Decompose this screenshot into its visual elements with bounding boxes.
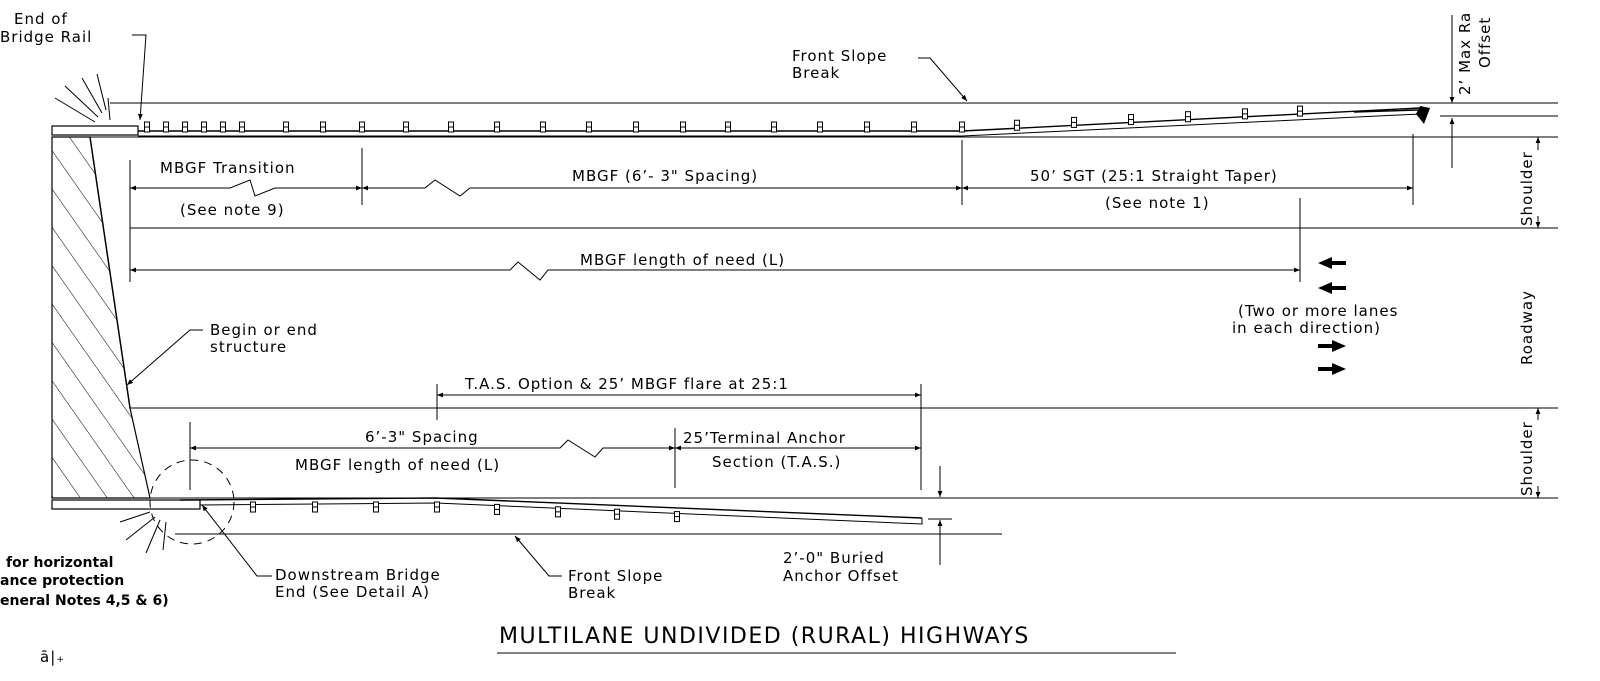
- label-length-of-need-bottom: MBGF length of need (L): [295, 456, 500, 474]
- label-front-slope-bottom: Front Slope: [568, 567, 663, 585]
- label-protection: ance protection: [0, 573, 124, 589]
- bridge-structure: [51, 73, 235, 554]
- dim-transition: [130, 179, 362, 197]
- bridge-abutment-hatch: [51, 136, 151, 499]
- label-break-bottom: Break: [568, 584, 616, 602]
- sgt-end-terminal: [1416, 106, 1430, 124]
- label-mbgf-spacing: MBGF (6’- 3" Spacing): [572, 167, 758, 185]
- guardrail-bottom-rail: [179, 497, 923, 519]
- sgt-end-head: [1353, 109, 1419, 113]
- label-tas-option: T.A.S. Option & 25’ MBGF flare at 25:1: [464, 375, 789, 393]
- posts-bottom: [250, 501, 680, 523]
- label-tas-section: Section (T.A.S.): [712, 453, 841, 471]
- traffic-arrows: [1318, 257, 1346, 375]
- dim-spacing-bottom: [190, 439, 675, 458]
- leader-front-slope-top: [918, 57, 968, 102]
- drawing-title: MULTILANE UNDIVIDED (RURAL) HIGHWAYS: [499, 624, 1030, 649]
- posts-top: [144, 105, 1303, 133]
- guardrail-top: [138, 105, 1430, 137]
- label-each-direction: in each direction): [1232, 319, 1381, 337]
- label-bridge-rail: Bridge Rail: [0, 28, 92, 46]
- label-two-lanes: (Two or more lanes: [1238, 302, 1398, 320]
- arrow-left-icon: [1318, 282, 1346, 294]
- label-begin-end: Begin or end: [210, 321, 318, 339]
- label-offset: Offset: [1476, 17, 1494, 68]
- abutment-edge: [89, 136, 131, 409]
- impact-burst-bottom: [119, 511, 167, 554]
- label-length-of-need-top: MBGF length of need (L): [580, 251, 785, 269]
- label-mbgf-transition: MBGF Transition: [160, 159, 296, 177]
- dimension-lines: [129, 15, 1541, 565]
- label-downstream: Downstream Bridge: [275, 566, 441, 584]
- guardrail-top-rail-back: [138, 113, 1421, 137]
- label-terminal-anchor: 25’Terminal Anchor: [683, 429, 846, 447]
- leader-downstream: [201, 504, 272, 577]
- dim-length-of-need-top: [130, 261, 1300, 281]
- detail-a-circle: [149, 459, 235, 545]
- leader-end-bridge-rail: [132, 34, 147, 121]
- bridge-rail-top: [51, 125, 139, 136]
- guardrail-bottom: [179, 497, 923, 525]
- bridge-rail-bottom: [51, 499, 201, 510]
- guardrail-top-rail: [138, 107, 1421, 132]
- label-anchor-offset: Anchor Offset: [783, 567, 899, 585]
- label-see-note-1: (See note 1): [1105, 194, 1210, 212]
- leader-lines: [126, 34, 968, 577]
- label-shoulder-bottom: Shoulder: [1518, 421, 1536, 496]
- dim-mbgf-spacing: [362, 179, 962, 197]
- leader-begin-end: [126, 329, 203, 386]
- label-max-offset: 2’ Max Ra: [1456, 12, 1474, 95]
- label-buried: 2’-0" Buried: [783, 549, 885, 567]
- label-general-notes: eneral Notes 4,5 & 6): [0, 593, 169, 609]
- leader-front-slope-bottom: [514, 535, 562, 577]
- label-structure: structure: [210, 338, 287, 356]
- arrow-left-icon: [1318, 257, 1346, 269]
- label-break-top: Break: [792, 64, 840, 82]
- label-front-slope-top: Front Slope: [792, 47, 887, 65]
- corner-glyph: ā|₊: [40, 648, 65, 666]
- arrow-right-icon: [1318, 363, 1346, 375]
- impact-burst-top: [54, 73, 111, 123]
- label-horizontal: for horizontal: [6, 555, 113, 571]
- label-see-note-9: (See note 9): [180, 201, 285, 219]
- label-detail-a: End (See Detail A): [275, 583, 430, 601]
- label-shoulder-top: Shoulder: [1518, 151, 1536, 226]
- label-end-of: End of: [14, 10, 68, 28]
- label-spacing-bottom: 6’-3" Spacing: [365, 428, 479, 446]
- label-roadway: Roadway: [1518, 290, 1536, 365]
- labels: End of Bridge Rail Front Slope Break 2’ …: [0, 10, 1536, 666]
- arrow-right-icon: [1318, 340, 1346, 352]
- label-sgt: 50’ SGT (25:1 Straight Taper): [1030, 167, 1278, 185]
